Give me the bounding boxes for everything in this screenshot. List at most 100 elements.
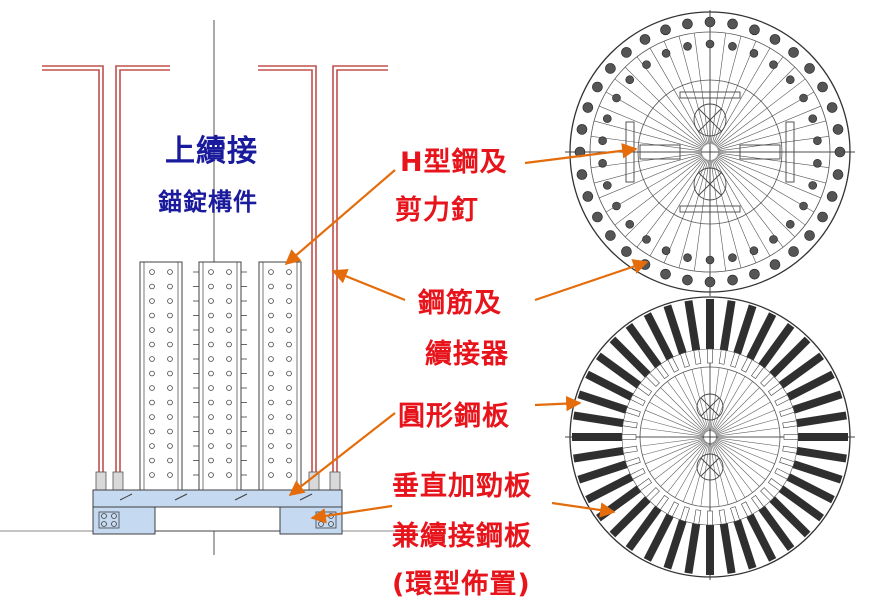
- arrow-icon: [284, 143, 649, 524]
- stiffener-plate: [782, 445, 847, 463]
- stiffener-plate: [625, 323, 669, 380]
- anchor-member-label: 錨錠構件: [158, 188, 258, 216]
- shear-stud-icon: [149, 428, 155, 435]
- coupler-icon: [642, 60, 651, 69]
- coupler-icon: [661, 49, 671, 58]
- shear-stud-icon: [167, 443, 173, 449]
- shear-stud-icon: [268, 327, 274, 333]
- shear-stud-icon: [268, 356, 274, 362]
- coupler-icon: [769, 235, 778, 244]
- shear-stud-icon: [226, 457, 232, 464]
- stiffener-plate: [577, 390, 641, 417]
- shear-stud-icon: [208, 414, 214, 420]
- shear-stud-icon: [268, 457, 274, 464]
- stiffener-plate: [609, 336, 660, 387]
- coupler-icon: [817, 81, 828, 93]
- shear-stud-icon: [268, 472, 274, 478]
- stiffener-plate: [706, 299, 714, 364]
- coupler-icon: [592, 81, 603, 93]
- rebar-label-line1: 鋼筋及: [418, 288, 502, 319]
- coupler-icon: [592, 211, 603, 223]
- shear-stud-icon: [286, 428, 292, 435]
- rebar-left: [42, 65, 170, 490]
- shear-stud-icon: [286, 298, 292, 304]
- coupler-icon: [682, 274, 693, 286]
- coupler-icon: [576, 124, 588, 135]
- shear-stud-icon: [167, 269, 173, 275]
- shear-stud-icon: [226, 399, 232, 406]
- shear-stud-icon: [226, 385, 232, 391]
- shear-stud-icon: [268, 414, 274, 420]
- coupler-icon: [582, 102, 594, 113]
- shear-stud-icon: [268, 298, 274, 304]
- stiffener-plate: [751, 494, 795, 551]
- shear-stud-icon: [268, 283, 274, 290]
- stiffener-plate: [774, 370, 835, 407]
- shear-stud-icon: [149, 370, 155, 377]
- coupler-icon: [612, 201, 621, 211]
- shear-stud-icon: [208, 385, 214, 391]
- coupler-icon: [612, 93, 621, 103]
- h-beams: [139, 261, 302, 491]
- coupler-icon: [602, 181, 612, 190]
- coupler-icon: [683, 42, 692, 51]
- coupler-icon: [832, 169, 844, 180]
- shear-stud-icon: [167, 341, 173, 348]
- shear-stud-icon: [208, 356, 214, 362]
- shear-stud-icon: [286, 443, 292, 449]
- coupler-icon: [705, 255, 715, 265]
- stiffener-plate: [609, 487, 660, 538]
- rebar-label-line2: 續接器: [425, 339, 509, 370]
- stiffener-plate: [783, 433, 848, 441]
- coupler-icon: [749, 246, 759, 255]
- shear-stud-icon: [226, 428, 232, 435]
- coupler-icon: [621, 47, 632, 58]
- coupler-icon: [682, 18, 693, 30]
- coupler-icon: [625, 219, 635, 229]
- coupler-icon: [704, 16, 716, 28]
- stiffener-plate: [577, 457, 641, 484]
- coupler-icon: [660, 24, 671, 36]
- coupler-icon: [808, 181, 818, 190]
- stiffener-plate: [585, 467, 646, 504]
- shear-stud-icon: [149, 457, 155, 464]
- coupler-icon: [826, 102, 838, 113]
- coupler-icon: [621, 246, 632, 257]
- stiffener-plate: [643, 312, 680, 373]
- shear-stud-icon: [268, 341, 274, 348]
- coupler-icon: [799, 201, 808, 211]
- shear-stud-icon: [149, 283, 155, 290]
- stiffener-plate: [573, 411, 638, 429]
- shear-stud-icon: [149, 399, 155, 406]
- shear-stud-icon: [167, 385, 173, 391]
- shear-stud-icon: [167, 457, 173, 464]
- stiffener-plate: [718, 300, 736, 365]
- coupler-icon: [704, 276, 716, 288]
- coupler-icon: [582, 191, 594, 202]
- shear-stud-icon: [167, 414, 173, 420]
- coupler-icon: [605, 63, 616, 74]
- coupler-icon: [642, 235, 651, 244]
- coupler-icon: [749, 268, 760, 280]
- shear-stud-icon: [149, 312, 155, 319]
- shear-stud-icon: [268, 269, 274, 275]
- shear-stud-icon: [149, 472, 155, 478]
- shear-stud-icon: [149, 327, 155, 333]
- coupler-icon: [799, 93, 808, 103]
- stiffener-plate: [767, 352, 824, 396]
- shear-stud-icon: [286, 327, 292, 333]
- stiffener-plate: [760, 336, 811, 387]
- shear-stud-icon: [286, 399, 292, 406]
- stiffener-plate: [730, 304, 757, 368]
- stiffener-plate: [643, 501, 680, 562]
- coupler-icon: [785, 219, 795, 229]
- shear-stud-icon: [167, 399, 173, 406]
- coupler-icon: [683, 253, 692, 262]
- coupler-icon: [769, 259, 781, 270]
- shear-stud-icon: [286, 414, 292, 420]
- stiffener-plate: [718, 509, 736, 574]
- coupler-icon: [625, 75, 635, 85]
- shear-stud-icon: [286, 472, 292, 478]
